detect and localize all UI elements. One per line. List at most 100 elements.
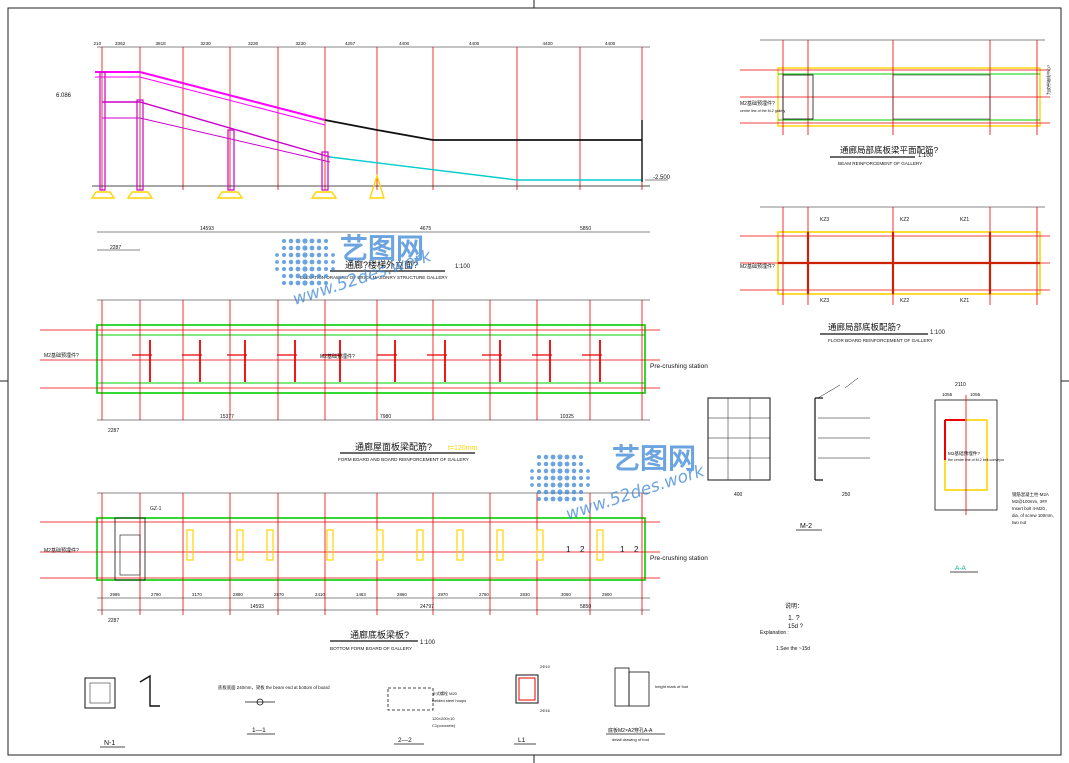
elev-top-dim: 3818	[156, 41, 167, 46]
watermark-dot	[281, 280, 287, 286]
watermark-dot	[543, 496, 549, 502]
section-aa: 2110 1055 1055 M2基础预埋件? the centre line …	[934, 382, 1054, 573]
bottom-total-1: 14593	[250, 604, 264, 610]
elev-bottom-dim-2: 4675	[420, 226, 431, 232]
elev-top-dim: 3230	[248, 41, 259, 46]
explanation-line-en: 1.See the ~15d	[776, 646, 810, 652]
elevation-right-mark: -2.500	[653, 175, 671, 181]
bottom-column	[236, 529, 244, 561]
watermark-dot	[302, 245, 308, 251]
watermark-dot	[536, 482, 542, 488]
watermark-dot	[281, 273, 287, 279]
watermark-dot	[316, 266, 322, 272]
bottom-dim: 2790	[151, 592, 161, 597]
watermark-dot	[302, 252, 308, 258]
section-aa-label: A-A	[955, 565, 967, 572]
detail-l1: 2Φ10 2Φ16 L1	[514, 664, 551, 745]
detail-n1: N-1	[84, 674, 160, 748]
foot-sub: detail drawing of foot	[612, 737, 650, 742]
explanation-heading-en: Explanation :	[760, 630, 789, 636]
watermark-1: 艺图网 www.52des.work	[275, 232, 435, 310]
watermark-dot	[550, 461, 556, 467]
l1-dim-bottom: 2Φ16	[540, 708, 551, 713]
watermark-dot	[586, 476, 590, 480]
aa-total-dim: 2110	[955, 382, 966, 388]
section-mark-2b: 2	[634, 545, 639, 554]
beam-left-note: M2基础预埋件?	[740, 100, 775, 107]
watermark-dot	[295, 238, 301, 244]
watermark-dot	[571, 468, 577, 474]
watermark-dot	[288, 273, 294, 279]
watermark-dot	[323, 245, 329, 251]
watermark-dot	[323, 238, 329, 244]
roof-bottom-dim-3: 10325	[560, 414, 574, 420]
foot-note: height mark of foot	[655, 684, 689, 689]
watermark-dot	[557, 468, 563, 474]
m2-bottom-dim-2: 250	[842, 492, 851, 498]
detail-2-2: 卡式螺栓 M20 welded steel hoops 120×200×10 C…	[387, 687, 466, 745]
watermark-dot	[316, 238, 322, 244]
aa-right-note-3: Insert bolt 4-M20 ,	[1012, 506, 1047, 511]
section-m2: M-2 400 250	[707, 377, 870, 531]
watermark-dot	[557, 475, 563, 481]
watermark-brand-2: 艺图网	[612, 442, 696, 475]
watermark-dot	[578, 489, 584, 495]
watermark-dot	[550, 475, 556, 481]
roof-plan-drawing: Pre-crushing station M2基础预埋件? M2基础预埋件? 1…	[40, 299, 708, 462]
watermark-dot	[316, 259, 322, 265]
floor-kz-2: KZ2	[900, 217, 909, 223]
watermark-dot	[275, 267, 279, 271]
bottom-dim: 2900	[602, 592, 612, 597]
gallery-floor-line	[102, 101, 331, 158]
watermark-dot	[536, 489, 542, 495]
bottom-column	[596, 529, 604, 561]
s22-note-3: 120×200×10	[432, 716, 455, 721]
watermark-dot	[571, 475, 577, 481]
roof-pre-crushing-label: Pre-crushing station	[650, 363, 708, 370]
s22-label: 2—2	[398, 737, 412, 744]
watermark-dot	[578, 475, 584, 481]
roof-beam-label: M2基础预埋件?	[320, 353, 355, 360]
roof-line	[95, 71, 326, 121]
elev-top-dim: 4400	[469, 41, 480, 46]
elev-left-dim: 2287	[110, 245, 121, 251]
watermark-dot	[302, 266, 308, 272]
elev-top-dim: 4400	[543, 41, 554, 46]
aa-right-note-2: M2@100mm, 3##	[1012, 499, 1048, 504]
watermark-dot	[302, 238, 308, 244]
explanation-heading: 说明：	[785, 602, 803, 610]
bottom-plan-title: 通廊底板梁板?	[350, 629, 409, 640]
bottom-plan-subtitle: BOTTOM FORM BOARD OF GALLERY	[330, 646, 412, 651]
watermark-dot	[309, 245, 315, 251]
watermark-dot	[550, 489, 556, 495]
watermark-dot	[571, 461, 577, 467]
l1-label: L1	[518, 737, 526, 744]
watermark-dot	[323, 273, 329, 279]
watermark-dot	[543, 475, 549, 481]
aa-note: M2基础预埋件?	[948, 450, 980, 457]
bottom-plan-drawing: GZ-1 Pre-crushing station M2基础预埋件? 1 2 1…	[40, 492, 708, 651]
watermark-dot	[543, 461, 549, 467]
watermark-dot	[281, 238, 287, 244]
watermark-dot	[309, 280, 315, 286]
watermark-dot	[578, 468, 584, 474]
watermark-dot	[309, 252, 315, 258]
beam-plan-subtitle: BEAM REINFORCEMENT OF GALLERY	[838, 161, 922, 166]
elev-top-dim: 3230	[201, 41, 212, 46]
bottom-pre-crushing-label: Pre-crushing station	[650, 555, 708, 562]
watermark-dot	[323, 259, 329, 265]
watermark-dot	[578, 496, 584, 502]
watermark-dot	[557, 496, 563, 502]
watermark-dot	[295, 252, 301, 258]
watermark-dot	[543, 489, 549, 495]
beam-plan-drawing: M2基础预埋件? centre line of the M-2 gallery …	[740, 39, 1051, 166]
floor-plan-drawing: KZ3 KZ2 KZ1 KZ3 KZ2 KZ1 M2基础预埋件? 通廊局部底板配…	[740, 206, 1050, 343]
watermark-dot	[530, 483, 534, 487]
watermark-dot	[275, 253, 279, 257]
watermark-dot	[288, 252, 294, 258]
gallery-floor-cyan	[329, 156, 642, 181]
elev-bottom-dim-3: 5850	[580, 226, 591, 232]
roof-plan-title: 通廊屋面板梁配筋?	[355, 441, 432, 452]
beam-right-note: 为皮带轴线中心?	[1045, 64, 1051, 95]
bottom-plan-outline	[96, 517, 646, 581]
